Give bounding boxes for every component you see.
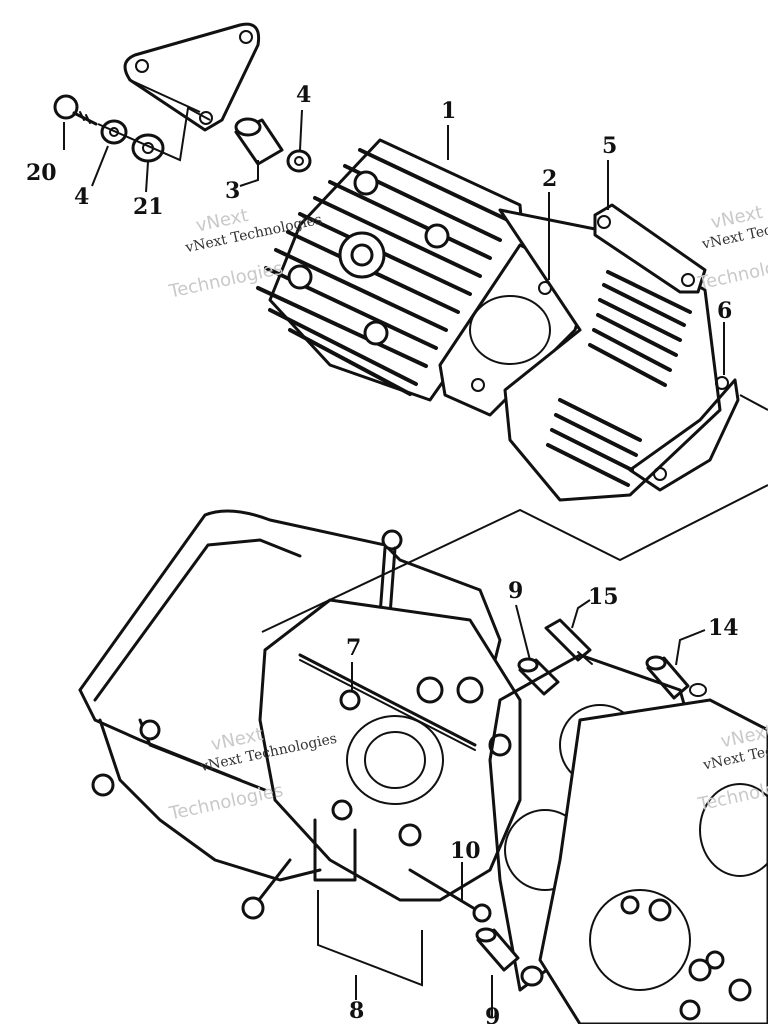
callout-21: 21 (133, 194, 164, 220)
stud-part-7 (298, 653, 477, 751)
watermark-text-line2: Technologies (695, 250, 768, 295)
callout-3: 3 (225, 178, 240, 204)
callout-9-top: 9 (508, 578, 523, 604)
watermark-text-line2: Technologies (167, 780, 285, 825)
callout-14: 14 (708, 615, 739, 641)
crankcase-left-half (241, 598, 522, 920)
callout-4-right: 4 (296, 82, 311, 108)
callout-6: 6 (717, 298, 732, 324)
callout-10: 10 (450, 838, 481, 864)
callout-5: 5 (602, 133, 617, 159)
dowel-part-9-bottom (475, 927, 544, 987)
callout-4-left: 4 (74, 184, 89, 210)
bolt-part-20 (53, 94, 98, 126)
callout-7: 7 (346, 635, 361, 661)
callout-8: 8 (349, 998, 364, 1024)
spacer-part-3 (234, 117, 284, 166)
part-8-bracket (317, 890, 423, 987)
watermark-text-line2: Technologies (166, 258, 284, 303)
bolt-part-10 (408, 868, 492, 923)
callout-2: 2 (542, 166, 557, 192)
dowel-part-9-top (517, 657, 560, 696)
washer-part-4-right (286, 149, 312, 173)
base-gasket-part-6 (628, 376, 740, 492)
crankcase-frame (78, 509, 502, 882)
bracket-leader-line (129, 79, 201, 113)
exhaust-flange-part-5 (593, 203, 707, 294)
callout-20: 20 (26, 160, 57, 186)
callout-9-bottom: 9 (485, 1004, 500, 1024)
callout-1: 1 (441, 98, 456, 124)
cylinder-to-crankcase-leader (261, 484, 768, 633)
assembly-leader-line (97, 106, 211, 162)
crankcase-right-half (538, 698, 768, 1024)
bracket-plate (123, 22, 261, 132)
callout-leaders (63, 109, 725, 1018)
gasket-leader (739, 394, 768, 411)
callout-15: 15 (588, 584, 619, 610)
washer-part-21 (131, 133, 165, 163)
